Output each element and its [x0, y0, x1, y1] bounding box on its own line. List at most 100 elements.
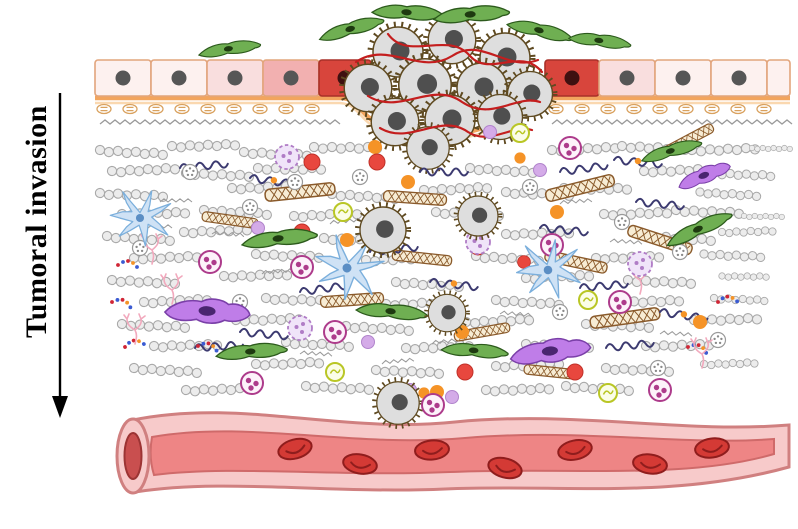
elastic-fiber	[238, 327, 290, 341]
membrane-zigzag	[609, 238, 643, 245]
cell-junction-icon	[756, 103, 772, 115]
cell-junction-icon	[678, 103, 694, 115]
membrane-zigzag	[671, 119, 713, 125]
hyaluronan-chain	[699, 357, 759, 370]
cell-nucleus	[115, 70, 131, 86]
tumor-capillary	[386, 32, 544, 74]
blood-vessel	[115, 411, 791, 495]
cell-junction-icon	[226, 103, 242, 115]
hyaluronan-chain	[370, 364, 445, 380]
proteoglycan	[649, 359, 667, 377]
fibroblast-like-cell	[316, 12, 386, 44]
red-granule	[456, 363, 474, 381]
hyaluronan-chain	[106, 274, 181, 290]
membrane-zigzag	[751, 119, 793, 125]
immune-cell	[421, 393, 445, 417]
membrane-zigzag	[381, 357, 415, 365]
secretory-vesicle	[325, 362, 345, 382]
hyaluronan-chain	[695, 187, 762, 202]
orange-granule	[514, 152, 526, 164]
hyaluronan-chain	[166, 138, 241, 153]
tumor-capillary	[354, 48, 540, 64]
elastic-fiber	[419, 167, 469, 177]
purple-granule	[251, 221, 265, 235]
cell-junction-icon	[96, 103, 112, 115]
secretory-vesicle	[510, 123, 530, 143]
molecular-fragment-cluster	[121, 335, 147, 352]
cell-junction-icon	[252, 103, 268, 115]
hyaluronan-chain	[480, 382, 555, 397]
red-granule	[368, 153, 386, 171]
membrane-zigzag	[659, 330, 693, 337]
elastic-fiber	[578, 279, 630, 293]
cell-junction-icon	[704, 103, 720, 115]
cell-junction-icon	[278, 103, 294, 115]
cell-nucleus	[171, 70, 187, 86]
stromal-purple-cell	[508, 334, 593, 368]
hyaluronan-chain	[740, 212, 785, 221]
immune-cell	[648, 378, 672, 402]
purple-granule	[361, 335, 375, 349]
hyaluronan-chain	[300, 380, 375, 396]
hyaluronan-chain	[128, 362, 203, 379]
immune-cell	[198, 250, 222, 274]
proteoglycan	[521, 178, 539, 196]
hyaluronan-chain	[718, 272, 770, 281]
invasion-axis: Tumoral invasion	[20, 93, 68, 418]
cell-junction-icon	[174, 103, 190, 115]
membrane-zigzag	[631, 119, 673, 125]
molecular-fragment-cluster	[109, 295, 134, 310]
hyaluronan-chain	[560, 380, 635, 397]
hyaluronan-chain	[340, 320, 415, 337]
proteoglycan	[613, 213, 631, 231]
immune-cell	[240, 371, 264, 395]
membrane-zigzag	[259, 119, 301, 125]
fibroblast-like-cell	[197, 37, 262, 60]
macrophage-like-cell	[274, 144, 300, 170]
membrane-zigzag	[179, 119, 221, 125]
hyaluronan-chain	[464, 162, 539, 179]
membrane-zigzag	[551, 119, 593, 125]
immune-cell	[558, 136, 582, 160]
tumor-capillary	[366, 93, 542, 111]
proteoglycan	[241, 198, 259, 216]
membrane-zigzag	[219, 119, 261, 125]
epithelial-cell	[766, 59, 791, 97]
collagen-fiber	[543, 172, 617, 204]
fibroblast-like-cell	[567, 29, 633, 52]
membrane-zigzag	[139, 119, 181, 125]
hyaluronan-chain	[94, 187, 169, 203]
membrane-zigzag	[711, 119, 753, 125]
secretory-vesicle	[598, 383, 618, 403]
proteoglycan	[551, 303, 569, 321]
proteoglycan	[286, 173, 304, 191]
cell-junction-icon	[148, 103, 164, 115]
immune-cell	[323, 320, 347, 344]
hyaluronan-chain	[218, 268, 293, 283]
cell-nucleus	[675, 70, 691, 86]
hyaluronan-chain	[699, 249, 766, 263]
fibroblast-like-cell	[214, 341, 289, 362]
hyaluronan-chain	[106, 162, 181, 178]
orange-granule	[693, 315, 707, 329]
red-granule	[303, 153, 321, 171]
hyaluronan-chain	[94, 144, 169, 161]
membrane-zigzag	[299, 350, 333, 357]
collagen-fiber	[391, 249, 453, 267]
purple-granule	[533, 163, 547, 177]
purple-granule	[483, 125, 497, 139]
cell-junction-icon	[548, 103, 564, 115]
orange-granule	[340, 233, 354, 247]
red-granule	[566, 363, 584, 381]
tumoral-invasion-label: Tumoral invasion	[20, 105, 53, 338]
cell-junction-icon	[730, 103, 746, 115]
cell-junction-icon	[200, 103, 216, 115]
elastic-fiber	[558, 160, 610, 177]
membrane-zigzag	[591, 119, 633, 125]
hyaluronan-chain	[250, 248, 325, 264]
orange-granule	[550, 205, 564, 219]
immune-cell	[608, 290, 632, 314]
cell-junction-icon	[652, 103, 668, 115]
hyaluronan-chain	[598, 206, 673, 221]
